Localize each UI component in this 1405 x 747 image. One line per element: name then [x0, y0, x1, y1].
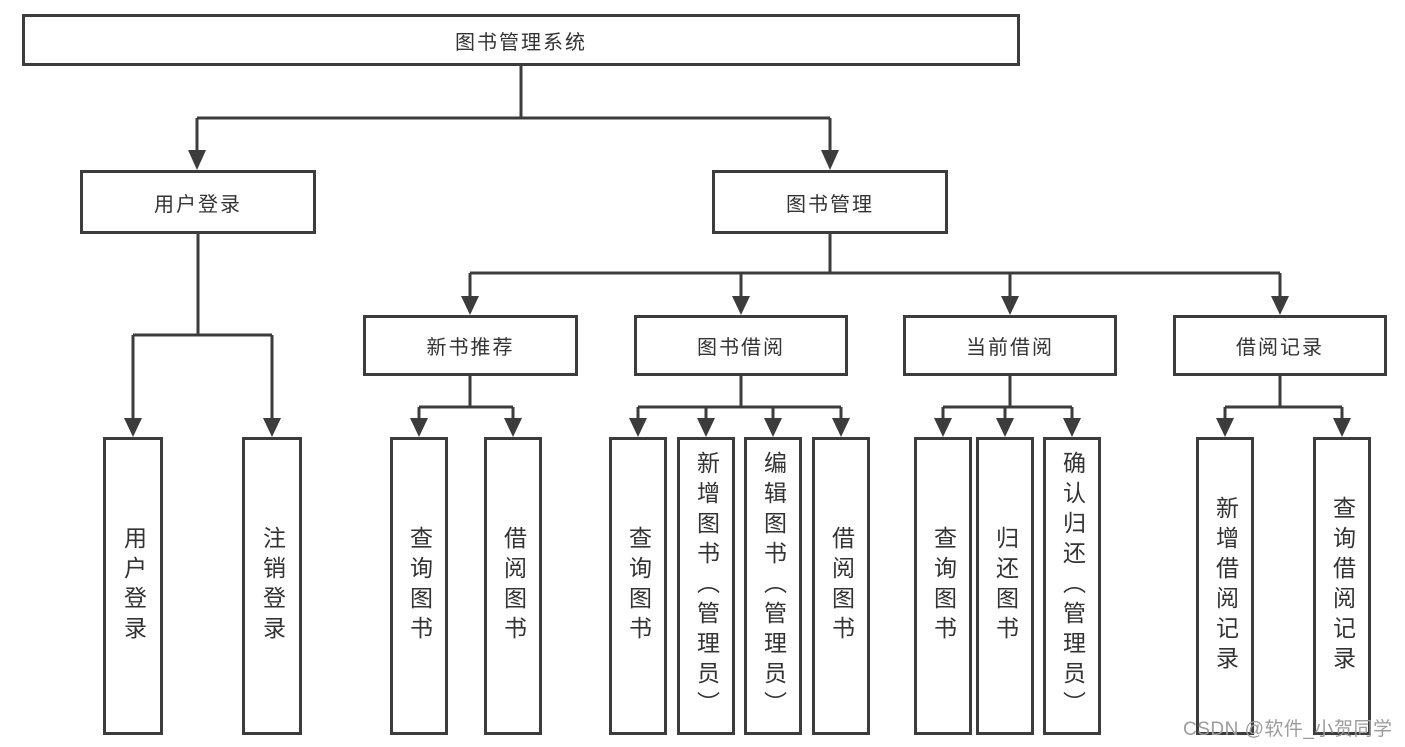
node-label: 注销登录 [259, 526, 286, 646]
leaf-add-borrow-record: 新增借阅记录 [1196, 437, 1254, 735]
node-borrowing-records: 借阅记录 [1173, 315, 1387, 376]
node-label: 新增借阅记录 [1212, 496, 1239, 676]
node-book-management: 图书管理 [712, 170, 948, 234]
node-label: 图书管理系统 [455, 31, 587, 54]
node-label: 新增图书（管理员） [693, 451, 720, 721]
leaf-query-books-borrowing: 查询图书 [609, 437, 667, 735]
node-label: 归还图书 [992, 526, 1019, 646]
node-label: 用户登录 [120, 526, 147, 646]
leaf-confirm-return-admin: 确认归还（管理员） [1043, 437, 1101, 735]
node-book-borrowing: 图书借阅 [634, 315, 848, 376]
leaf-borrow-books-borrowing: 借阅图书 [812, 437, 870, 735]
node-label: 图书借阅 [697, 337, 785, 359]
leaf-user-login: 用户登录 [103, 437, 163, 735]
leaf-edit-books-admin: 编辑图书（管理员） [744, 437, 802, 735]
node-label: 当前借阅 [966, 337, 1054, 359]
leaf-borrow-books-recommend: 借阅图书 [484, 437, 542, 735]
node-label: 借阅图书 [828, 526, 855, 646]
node-current-borrowing: 当前借阅 [903, 315, 1117, 376]
node-library-management-system: 图书管理系统 [22, 14, 1020, 66]
node-label: 查询借阅记录 [1329, 496, 1356, 676]
node-label: 查询图书 [406, 526, 433, 646]
watermark: CSDN @软件_小贺同学 [1183, 719, 1393, 740]
node-label: 用户登录 [154, 193, 242, 216]
leaf-query-books-current: 查询图书 [914, 437, 972, 735]
leaf-add-books-admin: 新增图书（管理员） [677, 437, 735, 735]
node-label: 编辑图书（管理员） [760, 451, 787, 721]
leaf-logout: 注销登录 [242, 437, 302, 735]
node-label: 新书推荐 [426, 337, 515, 359]
node-label: 图书管理 [786, 193, 874, 216]
node-label: 查询图书 [930, 526, 957, 646]
leaf-return-books: 归还图书 [976, 437, 1034, 735]
node-user-login: 用户登录 [80, 170, 316, 234]
node-new-book-recommendation: 新书推荐 [363, 315, 578, 376]
leaf-query-borrow-record: 查询借阅记录 [1313, 437, 1371, 735]
node-label: 借阅图书 [500, 526, 527, 646]
node-label: 借阅记录 [1236, 337, 1324, 359]
leaf-query-books-recommend: 查询图书 [390, 437, 448, 735]
node-label: 确认归还（管理员） [1059, 451, 1086, 721]
node-label: 查询图书 [625, 526, 652, 646]
